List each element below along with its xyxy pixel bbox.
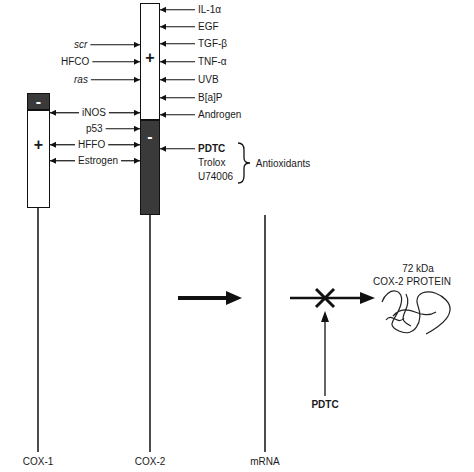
- block-cross: [316, 289, 334, 307]
- regulation-arrow: [92, 61, 140, 62]
- regulator-label: B[a]P: [196, 92, 224, 104]
- protein-squiggle: [382, 291, 450, 334]
- regulator-label: Estrogen: [76, 155, 120, 167]
- regulator-name: TGF-β: [198, 38, 227, 50]
- regulator-name: TNF-α: [198, 56, 227, 68]
- regulation-arrow: [160, 148, 195, 149]
- regulation-sign: +: [34, 137, 43, 153]
- regulator-label: iNOS: [80, 107, 108, 119]
- regulator-label: Trolox: [196, 157, 227, 169]
- regulator-name: U74006: [198, 171, 233, 183]
- cox1-inhibitory-region: -: [27, 93, 50, 110]
- regulation-arrow: [50, 112, 79, 113]
- regulation-arrow: [109, 112, 140, 113]
- regulation-arrow: [108, 144, 140, 145]
- cox1-stimulatory-region: +: [27, 110, 50, 208]
- regulator-name: p53: [86, 123, 103, 135]
- regulator-label: ras: [72, 74, 90, 86]
- regulation-arrow: [160, 61, 195, 62]
- regulator-name: iNOS: [82, 107, 106, 119]
- regulation-sign: +: [145, 50, 154, 66]
- regulator-name: HFCO: [61, 56, 89, 68]
- regulator-label: p53: [84, 123, 105, 135]
- regulator-name: Estrogen: [78, 155, 118, 167]
- transcription-arrowhead: [226, 291, 242, 305]
- transcript-label: mRNA: [249, 456, 280, 467]
- regulator-label: scr: [72, 39, 89, 51]
- regulator-name: EGF: [198, 21, 219, 33]
- regulator-label: HFCO: [59, 56, 91, 68]
- group-label: Antioxidants: [255, 158, 311, 169]
- regulator-name: Trolox: [198, 157, 225, 169]
- regulator-label: TGF-β: [196, 38, 229, 50]
- protein-name: COX-2 PROTEIN: [372, 276, 452, 287]
- cox1-line: [37, 208, 39, 452]
- regulator-label: PDTC: [196, 143, 227, 155]
- regulator-name: Androgen: [198, 109, 241, 121]
- regulator-name: B[a]P: [198, 92, 222, 104]
- regulator-name: UVB: [198, 74, 219, 86]
- regulation-arrow: [50, 160, 75, 161]
- regulator-label: Androgen: [196, 109, 243, 121]
- regulation-arrow: [91, 79, 140, 80]
- protein-size: 72 kDa: [401, 263, 435, 274]
- regulation-arrow: [121, 160, 140, 161]
- regulator-label: IL-1α: [196, 4, 223, 16]
- regulation-arrow: [160, 114, 195, 115]
- regulator-name: ras: [74, 74, 88, 86]
- cox2-inhibitory-region: -: [140, 120, 160, 215]
- regulation-arrow: [160, 26, 195, 27]
- gene-label: COX-2: [134, 456, 167, 467]
- regulator-label: HFFO: [76, 139, 107, 151]
- regulation-sign: -: [147, 129, 152, 145]
- mrna-line: [264, 215, 266, 452]
- regulation-arrow: [90, 44, 140, 45]
- regulator-name: scr: [74, 39, 87, 51]
- regulator-label: EGF: [196, 21, 221, 33]
- regulation-arrow: [160, 9, 195, 10]
- regulation-arrow: [160, 79, 195, 80]
- gene-label: COX-1: [22, 456, 55, 467]
- regulator-name: IL-1α: [198, 4, 221, 16]
- regulator-label: UVB: [196, 74, 221, 86]
- brace: [238, 143, 250, 183]
- inhibition-arrow: [324, 320, 325, 396]
- regulation-arrow: [50, 144, 75, 145]
- cox2-line: [149, 215, 151, 452]
- regulation-sign: -: [36, 94, 41, 110]
- regulation-arrow: [106, 128, 140, 129]
- regulator-name: HFFO: [78, 139, 105, 151]
- inhibitor-label: PDTC: [310, 399, 339, 410]
- regulator-label: TNF-α: [196, 56, 229, 68]
- regulator-name: PDTC: [198, 143, 225, 155]
- cox2-stimulatory-region: +: [140, 3, 160, 120]
- block-cross: [316, 289, 334, 307]
- translation-arrowhead: [360, 292, 375, 304]
- regulation-arrow: [160, 43, 195, 44]
- regulation-arrow: [160, 97, 195, 98]
- regulator-label: U74006: [196, 171, 235, 183]
- inhibition-arrowhead: [321, 311, 329, 322]
- transcription-arrow: [178, 296, 228, 300]
